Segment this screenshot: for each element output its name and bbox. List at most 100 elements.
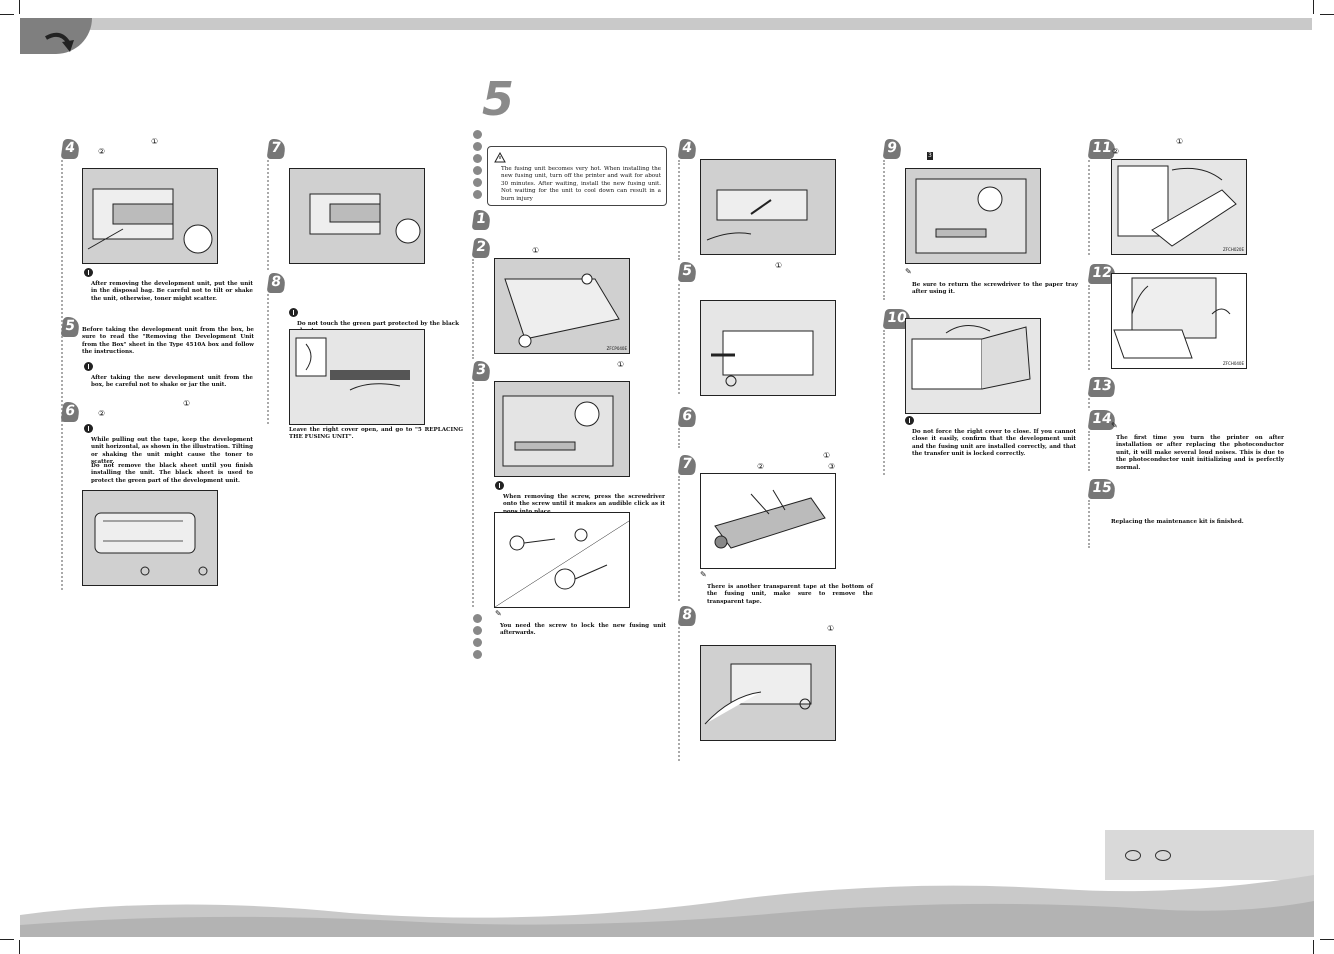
callout-mark: ① [1176,137,1184,146]
memo-icon: ✎ [1111,421,1118,430]
callout-mark: ① [827,624,835,633]
page-number-area [1105,830,1314,880]
bullet-dot [473,650,482,659]
callout-mark: 3 [927,152,933,160]
crop-mark [1320,14,1334,15]
step-number: 5 [677,262,698,282]
callout-mark: ③ [828,462,836,471]
bullet-dot [473,154,482,163]
step-number: 8 [266,273,287,293]
note-text: The first time you turn the printer on a… [1116,435,1284,471]
callout-mark: ② [757,462,765,471]
step-dotted-line [267,160,271,270]
turn-arrow-icon [45,32,74,52]
important-icon [84,268,93,277]
illustration-remove-development-unit [82,168,218,264]
illustration-open-paper-tray: ZFCP040E [494,258,630,354]
memo-icon: ✎ [905,267,912,276]
step-dotted-line [883,160,887,300]
step-dotted-line [1088,500,1092,548]
page-oval-left [1125,850,1141,861]
illustration-remove-fusing-unit [700,300,836,396]
step-number: 5 [60,317,81,337]
page-oval-right [1155,850,1171,861]
illustration-close-front-cover: ZFCH020E [1111,159,1247,255]
caution-box: The fusing unit becomes very hot. When i… [487,146,667,206]
bullet-dot [473,142,482,151]
crop-mark [1313,0,1314,14]
note-text: When removing the screw, press the screw… [503,494,665,515]
step-dotted-line [267,294,271,424]
crop-mark [0,939,14,940]
note-text: Do not remove the black sheet until you … [91,463,253,484]
step-dotted-line [1088,285,1092,370]
note-text: You need the screw to lock the new fusin… [500,623,666,637]
section-number: 5 [482,72,515,126]
note-text: There is another transparent tape at the… [707,584,873,605]
important-icon [84,362,93,371]
illustration-close-right-cover [905,318,1041,414]
callout-mark: ② [1112,147,1120,156]
step-dotted-line [883,330,887,475]
illustration-insert-fusing-unit [700,645,836,741]
step-dotted-line [1088,160,1092,255]
callout-mark: ① [775,261,783,270]
step-number: 9 [882,139,903,159]
step-number: 1 [471,210,492,230]
figure-code: ZFCP040E [606,346,627,351]
step-number: 13 [1087,377,1117,397]
step-dotted-line [472,382,476,607]
step-number: 7 [266,139,287,159]
step-dotted-line [678,627,682,761]
step-number: 6 [677,407,698,427]
step-number: 8 [677,606,698,626]
step-text: Replacing the maintenance kit is finishe… [1111,519,1244,525]
step-text: Leave the right cover open, and go to "5… [289,427,463,441]
step-number: 2 [471,238,492,258]
step-dotted-line [678,428,682,448]
illustration-new-fusing-unit-tape [700,473,836,569]
illustration-screwdriver [494,512,630,608]
note-text: Do not force the right cover to close. I… [912,429,1076,458]
crop-mark [19,0,20,14]
note-text: After removing the development unit, put… [91,281,253,302]
crop-mark [0,14,14,15]
illustration-pull-fusing-unit [700,159,836,255]
callout-mark: ① [151,137,159,146]
note-text: Be sure to return the screwdriver to the… [912,282,1078,296]
footer-wave [20,875,1314,937]
illustration-pull-tape [82,490,218,586]
bullet-dot [473,166,482,175]
illustration-close-paper-tray: ZFCH040E [1111,273,1247,369]
illustration-remove-black-sheet [289,329,425,425]
illustration-insert-development-unit [289,168,425,264]
callout-mark: ① [183,399,191,408]
callout-mark: ② [98,409,106,418]
step-text: Before taking the development unit from … [82,327,254,356]
bullet-dot [473,638,482,647]
step-dotted-line [1088,398,1092,408]
bullet-dot [473,178,482,187]
illustration-tighten-screw [905,168,1041,264]
header-bar [88,18,1312,30]
step-number: 15 [1087,479,1117,499]
figure-code: ZFCH040E [1222,361,1244,366]
memo-icon: ✎ [700,570,707,579]
important-icon [495,481,504,490]
step-dotted-line [678,284,682,394]
important-icon [289,308,298,317]
figure-code: ZFCH020E [1222,247,1244,252]
step-number: 3 [471,361,492,381]
callout-mark: ① [823,451,831,460]
step-number: 4 [60,139,81,159]
bullet-dot [473,190,482,199]
step-dotted-line [678,160,682,260]
bullet-dot [473,130,482,139]
callout-mark: ① [532,246,540,255]
step-number: 7 [677,455,698,475]
important-icon [84,424,93,433]
caution-text: The fusing unit becomes very hot. When i… [501,166,661,202]
step-dotted-line [472,259,476,359]
callout-mark: ① [617,360,625,369]
step-dotted-line [678,476,682,601]
